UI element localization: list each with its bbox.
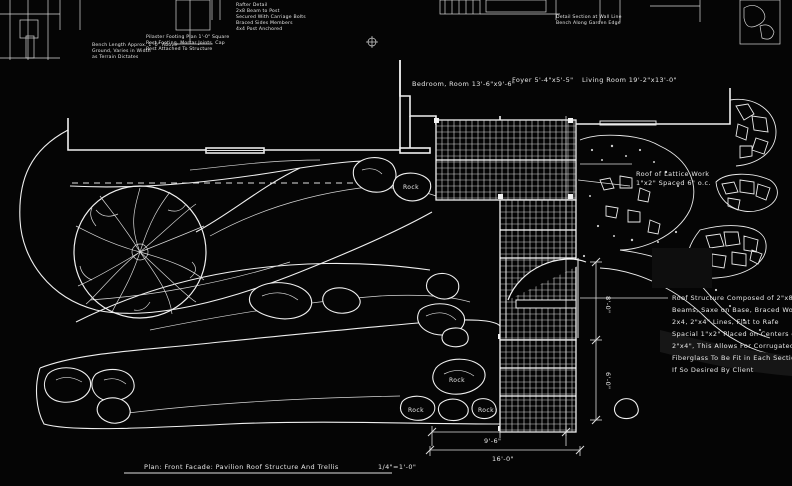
note-top-left-b-2: Rest Footing, Mortar Joints, Cap [146,40,225,46]
note-top-mid-5: 4x4 Post Anchored [236,26,282,32]
note-lattice-1: Roof of Lattice Work [636,170,709,178]
dimension-bottom-outer: 16'-0" [492,455,514,463]
note-top-mid-4: Braced Sides Members [236,20,293,26]
top-notes: Bench Length Approx. 1'-0" Above Ground,… [92,2,622,60]
dimension-right-b: 6'-0" [604,372,612,389]
note-structure-5: 2"x4", This Allows For Corrugated [672,342,792,350]
note-top-left-a-3: as Terrain Dictates [92,54,139,60]
tree-canopy [73,185,207,319]
note-lattice-2: 1"x2" Spaced 6" o.c. [636,179,711,187]
note-structure-2: Beams, Saxe on Base, Braced Wood [672,306,792,314]
rock-label-2: Rock [449,377,465,384]
note-structure-6: Fiberglass To Be Fit in Each Section [672,354,792,362]
drawing-title: Plan: Front Facade: Pavilion Roof Struct… [144,463,339,471]
top-detail-sketches [0,0,781,60]
note-structure-3: 2x4, 2"x4" Lines, Flat to Rafe [672,318,779,326]
rock-texture [55,168,475,385]
room-label-foyer: Foyer 5'-4"x5'-5" [512,76,574,84]
dimension-right-a: 8'-0" [604,296,612,313]
drawing-scale: 1/4"=1'-0" [378,463,416,471]
room-label-bedroom: Bedroom, Room 13'-6"x9'-6" [412,80,515,88]
note-top-mid-2: 2x8 Beam to Post [236,8,280,14]
note-top-mid-1: Rafter Detail [236,2,268,8]
note-top-right-1: Detail Section at Wall Line [556,14,622,20]
note-top-mid-3: Secured With Carriage Bolts [236,14,306,20]
dimension-ticks [425,257,601,455]
dimension-lines [429,116,668,456]
note-structure-1: Roof Structure Composed of 2"x8" [672,294,792,302]
note-top-left-a-2: Ground, Varies in Width [92,48,151,54]
rock-label-4: Rock [478,407,494,414]
shadow-patch [652,248,712,288]
note-top-left-b-3: Rest Attached To Structure [146,46,212,52]
note-structure-4: Spacial 1"x2" Placed on Centers of [672,330,792,338]
pavilion-trellis [434,118,587,433]
note-top-left-a-1: Bench Length Approx. 1'-0" Above [92,42,177,48]
shaded-band [660,330,792,376]
rock-label-3: Rock [408,407,424,414]
note-roof-structure: Roof Structure Composed of 2"x8" Beams, … [672,294,792,374]
dimension-bottom-inner: 9'-6" [484,437,501,445]
note-top-left-b-1: Pilaster Footing Plan 1'-0" Square [146,34,229,40]
rock-label-1: Rock [403,184,419,191]
note-structure-7: If So Desired By Client [672,366,754,374]
boulders [44,157,639,424]
note-top-right-2: Bench Along Garden Edge [556,20,621,26]
room-label-living: Living Room 19'-2"x13'-0" [582,76,677,84]
